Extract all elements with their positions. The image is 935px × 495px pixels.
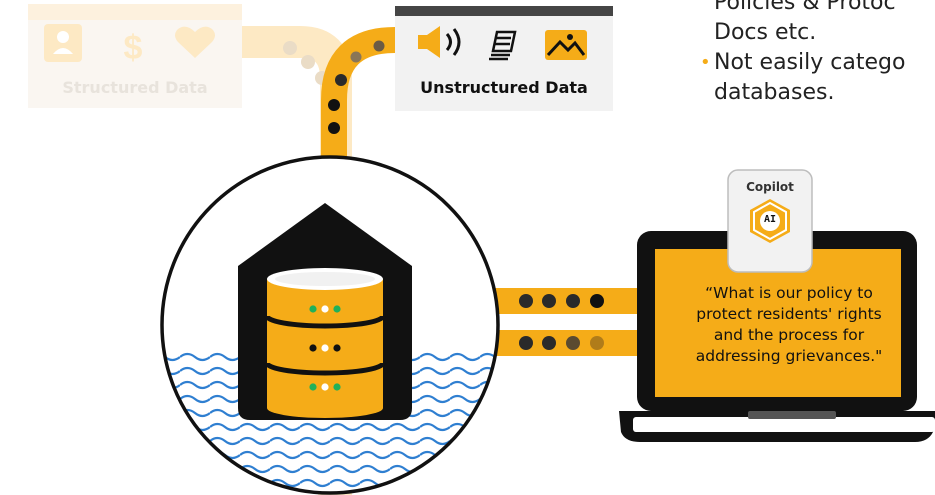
speaker-icon [418, 26, 461, 58]
structured-card-bar [28, 4, 242, 20]
unstructured-card-bar [395, 6, 613, 16]
dollar-icon: $ [124, 29, 143, 67]
copilot-ai-badge: AI [763, 214, 777, 225]
person-icon [44, 24, 82, 62]
bullet-line: Policies & Protoc [714, 0, 896, 15]
bullet-line: Docs etc. [714, 20, 817, 45]
bullet-dot-icon: • [700, 52, 711, 73]
unstructured-pipe-dots [328, 40, 385, 134]
bullet-list: Policies & Protoc Docs etc. • Not easily… [700, 0, 935, 108]
copilot-logo-icon [750, 199, 790, 243]
database-icon [264, 268, 386, 418]
quote-line: “What is our policy to [705, 284, 873, 302]
structured-data-label: Structured Data [62, 78, 208, 97]
upper-pipe-dots [519, 294, 604, 308]
bullet-line: databases. [714, 80, 835, 105]
documents-icon [489, 30, 517, 61]
quote-line: protect residents' rights [696, 305, 882, 323]
data-lake-outline [160, 155, 500, 495]
copilot-title: Copilot [746, 180, 794, 194]
unstructured-data-label: Unstructured Data [420, 78, 588, 97]
laptop [619, 231, 935, 442]
quote-line: and the process for [713, 326, 865, 344]
lower-pipe-dots [519, 336, 604, 350]
bullet-item: • Not easily catego databases. [700, 48, 935, 108]
laptop-quote: “What is our policy to protect residents… [668, 283, 910, 367]
bullet-item: Policies & Protoc Docs etc. [700, 0, 935, 48]
copilot-card [727, 169, 813, 273]
heart-icon [175, 26, 215, 58]
image-icon [545, 30, 587, 60]
bullet-line: Not easily catego [714, 50, 906, 75]
svg-text:$: $ [124, 29, 143, 67]
quote-line: addressing grievances." [695, 347, 883, 365]
